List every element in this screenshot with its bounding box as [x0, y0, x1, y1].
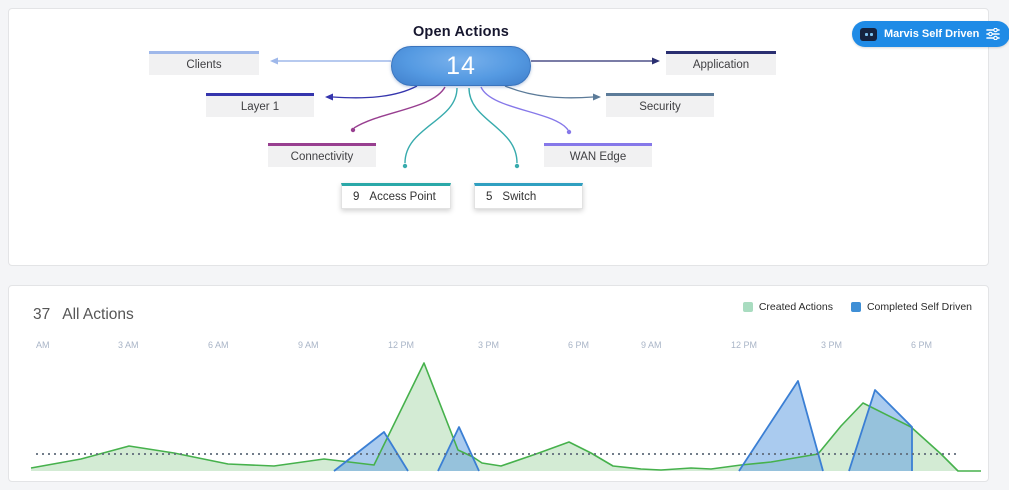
- node-label: WAN Edge: [569, 150, 627, 163]
- x-axis-tick: 6 AM: [208, 340, 229, 350]
- marvis-robot-icon: [860, 27, 877, 41]
- access-point-count: 9: [353, 191, 360, 203]
- node-application[interactable]: Application: [666, 51, 776, 75]
- node-label: Application: [692, 58, 750, 71]
- node-connectivity[interactable]: Connectivity: [268, 143, 376, 167]
- completed-self-driven-swatch: [850, 302, 861, 312]
- node-label: Security: [639, 100, 681, 113]
- node-label: Clients: [186, 58, 222, 71]
- x-axis-tick: 3 AM: [118, 340, 139, 350]
- all-actions-header: 37 All Actions: [33, 306, 134, 324]
- filter-sliders-icon: [986, 28, 1001, 40]
- x-axis-tick: 12 PM: [388, 340, 415, 350]
- x-axis-tick: 9 AM: [641, 340, 662, 350]
- node-clients[interactable]: Clients: [149, 51, 259, 75]
- x-axis-tick: 12 PM: [731, 340, 758, 350]
- marvis-self-driven-button[interactable]: Marvis Self Driven: [852, 21, 1009, 47]
- all-actions-count: 37: [33, 306, 51, 323]
- x-axis-tick: 6 PM: [568, 340, 590, 350]
- switch-count: 5: [486, 191, 493, 203]
- x-axis-tick: 6 PM: [911, 340, 933, 350]
- node-label: Layer 1: [240, 100, 280, 113]
- legend-completed-self-driven[interactable]: Completed Self Driven: [850, 301, 972, 313]
- chart-legend: Created Actions Completed Self Driven: [742, 301, 972, 313]
- node-layer-1[interactable]: Layer 1: [206, 93, 314, 117]
- x-axis-tick: 3 PM: [821, 340, 843, 350]
- x-axis-tick: 3 PM: [478, 340, 500, 350]
- all-actions-title: All Actions: [62, 306, 134, 323]
- node-label: Access Point: [369, 191, 436, 203]
- x-axis-tick: 9 AM: [298, 340, 319, 350]
- open-actions-count-badge[interactable]: 14: [391, 46, 531, 86]
- node-label: Connectivity: [290, 150, 354, 163]
- node-wan-edge[interactable]: WAN Edge: [544, 143, 652, 167]
- node-access-point[interactable]: 9 Access Point: [341, 183, 451, 209]
- open-actions-panel: Open Actions 14 Clients Application Laye…: [8, 8, 1009, 266]
- all-actions-panel: 37 All Actions Created Actions Completed…: [8, 285, 989, 482]
- created-actions-swatch: [742, 302, 753, 312]
- legend-created-actions[interactable]: Created Actions: [742, 301, 833, 313]
- page-title: Open Actions: [412, 24, 510, 40]
- node-switch[interactable]: 5 Switch: [474, 183, 583, 209]
- node-security[interactable]: Security: [606, 93, 714, 117]
- actions-chart-svg[interactable]: [9, 356, 990, 483]
- node-label: Switch: [502, 191, 537, 203]
- marvis-button-label: Marvis Self Driven: [884, 28, 980, 40]
- x-axis-tick: AM: [36, 340, 50, 350]
